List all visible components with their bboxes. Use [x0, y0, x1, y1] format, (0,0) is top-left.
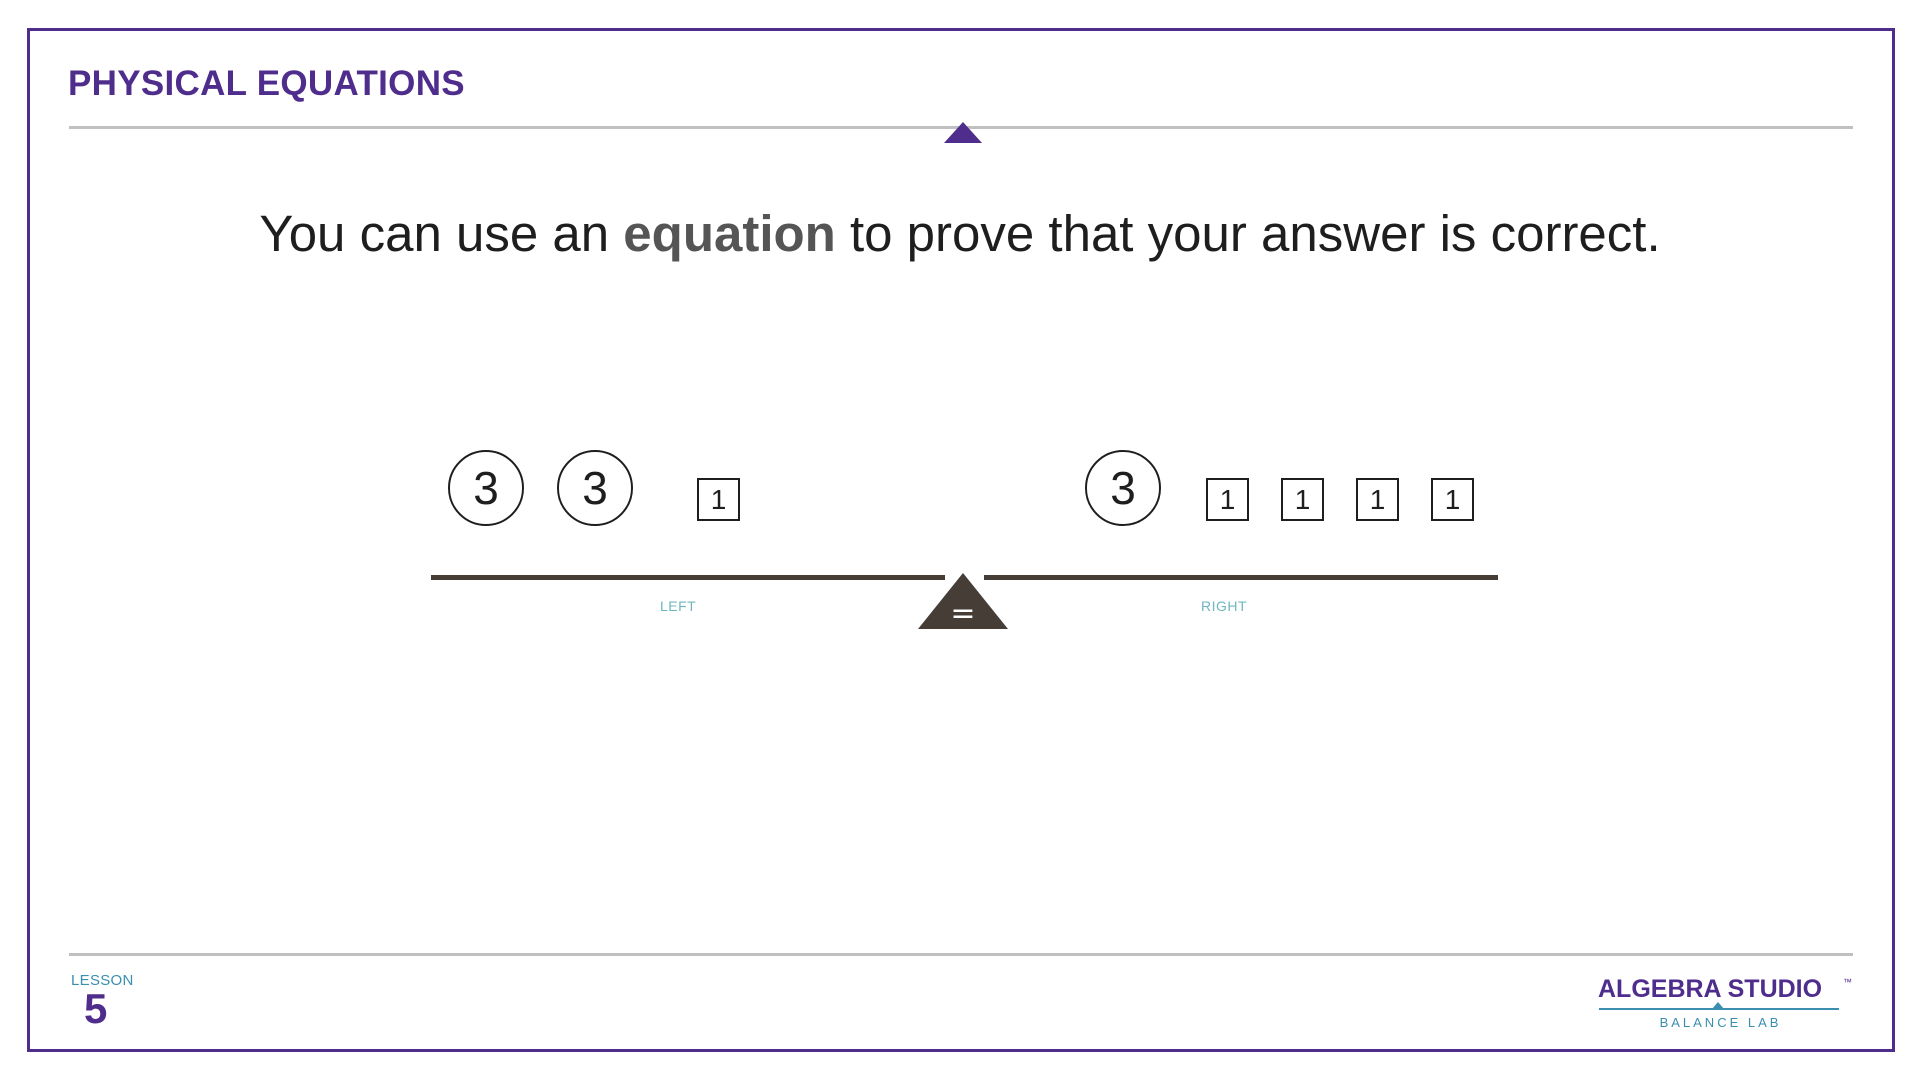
slide-frame — [27, 28, 1895, 1052]
left-square-tile: 1 — [697, 478, 740, 521]
right-beam — [984, 575, 1498, 580]
brand-subtitle: BALANCE LAB — [1659, 1015, 1782, 1030]
right-square-tile: 1 — [1356, 478, 1399, 521]
footer-divider — [69, 953, 1853, 956]
headline-emphasis: equation — [623, 205, 836, 262]
brand-logo: ALGEBRA STUDIO ™ BALANCE LAB — [1598, 975, 1858, 1035]
fulcrum-symbol: = — [950, 596, 975, 629]
right-square-tile: 1 — [1431, 478, 1474, 521]
right-square-tile: 1 — [1281, 478, 1324, 521]
right-side-label: RIGHT — [1201, 598, 1248, 614]
left-side-label: LEFT — [660, 598, 697, 614]
fulcrum-equals-icon: = — [918, 573, 1008, 629]
headline-before: You can use an — [259, 205, 624, 262]
lesson-number: 5 — [84, 985, 108, 1032]
brand-caret-icon — [1712, 1002, 1724, 1009]
left-circle-tile: 3 — [448, 450, 524, 526]
headline: You can use an equation to prove that yo… — [0, 204, 1920, 263]
lesson-label: LESSON — [71, 972, 134, 989]
left-beam — [431, 575, 945, 580]
brand-name: ALGEBRA STUDIO — [1598, 975, 1823, 1003]
left-circle-tile: 3 — [557, 450, 633, 526]
divider-marker-icon — [944, 122, 982, 143]
brand-trademark: ™ — [1843, 977, 1852, 987]
slide-title: PHYSICAL EQUATIONS — [68, 64, 465, 103]
brand-underline — [1599, 1008, 1839, 1010]
headline-after: to prove that your answer is correct. — [835, 205, 1661, 262]
right-square-tile: 1 — [1206, 478, 1249, 521]
right-circle-tile: 3 — [1085, 450, 1161, 526]
